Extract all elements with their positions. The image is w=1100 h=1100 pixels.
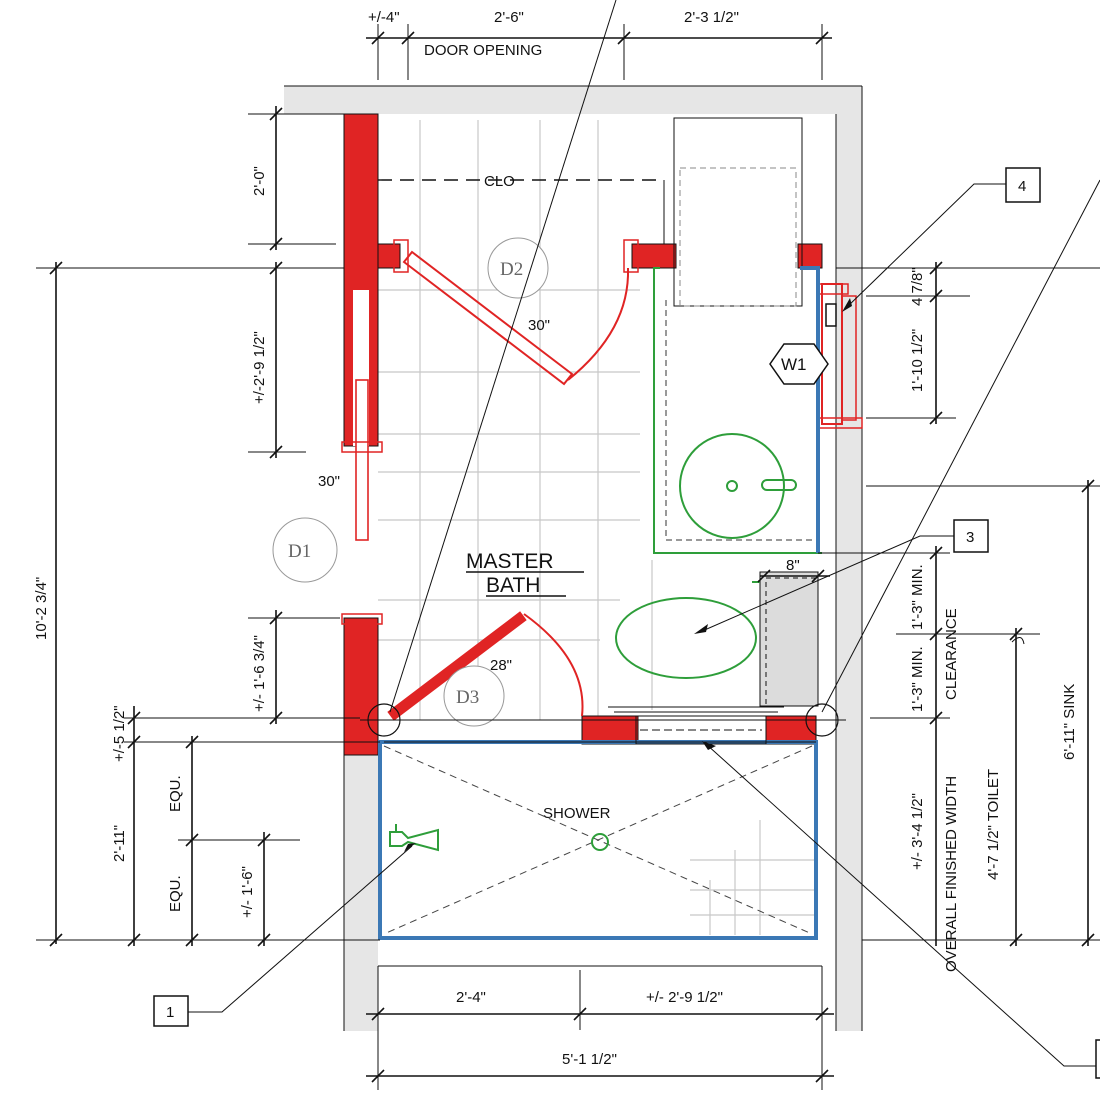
window-tag: W1 <box>781 355 807 374</box>
right-dimensions: 4 7/8" 1'-10 1/2" 8" 1'-3" MIN. CLEARANC… <box>757 261 1100 972</box>
window-w1: W1 <box>769 266 863 553</box>
exterior-walls <box>284 85 863 1031</box>
shower-drain-icon <box>591 833 609 851</box>
shower-valve-icon <box>389 824 439 852</box>
left-dimensions: 10'-2 3/4" 2'-0" +/-2'-9 1/2" +/- 1'-6 3… <box>33 106 380 947</box>
dim-left-curb: +/-5 1/2" <box>111 705 128 762</box>
callout-3: 3 <box>966 529 974 546</box>
dim-left-equ-lower: EQU. <box>167 875 184 912</box>
room-label: MASTER BATH <box>466 550 584 597</box>
dim-right-window-offset: 4 7/8" <box>909 267 926 306</box>
dim-right-overall-label: OVERALL FINISHED WIDTH <box>943 776 960 972</box>
dim-right-overall-finished: +/- 3'-4 1/2" <box>909 793 926 870</box>
sink-basin-icon <box>679 433 785 539</box>
room-name-line2: BATH <box>486 574 540 597</box>
dim-top-door: 2'-6" <box>494 9 524 26</box>
shower: SHOWER <box>378 715 818 940</box>
dim-right-toilet: 4'-7 1/2" TOILET <box>985 769 1002 880</box>
toilet <box>608 571 819 713</box>
dim-left-d1-lower: +/- 1'-6 3/4" <box>251 635 268 712</box>
dim-left-valve: +/- 1'-6" <box>239 866 256 918</box>
callouts: 1 3 4 <box>153 167 1100 1079</box>
door-d1-width: 30" <box>318 473 340 490</box>
dim-right-sink: 6'-11" SINK <box>1061 684 1078 760</box>
dim-left-overall: 10'-2 3/4" <box>33 577 50 640</box>
dim-right-toilet-side: 8" <box>786 557 800 574</box>
closet-label: CLO <box>484 173 515 190</box>
section-lines <box>360 0 1100 743</box>
dim-bottom-shower-left: 2'-4" <box>456 989 486 1006</box>
room-name-line1: MASTER <box>466 550 554 573</box>
top-dimensions: +/-4" 2'-6" 2'-3 1/2" DOOR OPENING <box>366 9 832 80</box>
shower-label: SHOWER <box>543 805 611 822</box>
door-d2-width: 30" <box>528 317 550 334</box>
dim-right-clearance-top: 1'-3" MIN. <box>909 564 926 630</box>
dim-left-equ-upper: EQU. <box>167 775 184 812</box>
toilet-bowl-icon <box>615 597 757 679</box>
door-tag-d1: D1 <box>288 541 311 562</box>
door-d2: D2 30" <box>393 237 639 386</box>
closet: CLO <box>378 173 665 244</box>
dim-top-right: 2'-3 1/2" <box>684 9 739 26</box>
door-tag-d3: D3 <box>456 687 479 708</box>
dim-left-shower-depth: 2'-11" <box>111 825 128 862</box>
vanity <box>653 117 822 554</box>
bottom-dimensions: 2'-4" +/- 2'-9 1/2" 5'-1 1/2" <box>366 965 834 1090</box>
door-d1: D1 30" <box>272 379 383 625</box>
callout-4: 4 <box>1018 178 1026 195</box>
dim-right-clearance-label: CLEARANCE <box>943 608 960 700</box>
dim-left-d1-upper: +/-2'-9 1/2" <box>251 331 268 404</box>
door-d3: D3 28" <box>387 611 584 727</box>
door-tag-d2: D2 <box>500 259 523 280</box>
door-opening-label: DOOR OPENING <box>424 42 542 59</box>
door-d3-width: 28" <box>490 657 512 674</box>
dim-left-closet: 2'-0" <box>251 166 268 196</box>
dim-right-clearance-bottom: 1'-3" MIN. <box>909 646 926 712</box>
dim-top-offset: +/-4" <box>368 9 400 26</box>
dim-bottom-shower-right: +/- 2'-9 1/2" <box>646 989 723 1006</box>
callout-1: 1 <box>166 1004 174 1021</box>
dim-right-window-width: 1'-10 1/2" <box>909 329 926 392</box>
dim-bottom-overall: 5'-1 1/2" <box>562 1051 617 1068</box>
